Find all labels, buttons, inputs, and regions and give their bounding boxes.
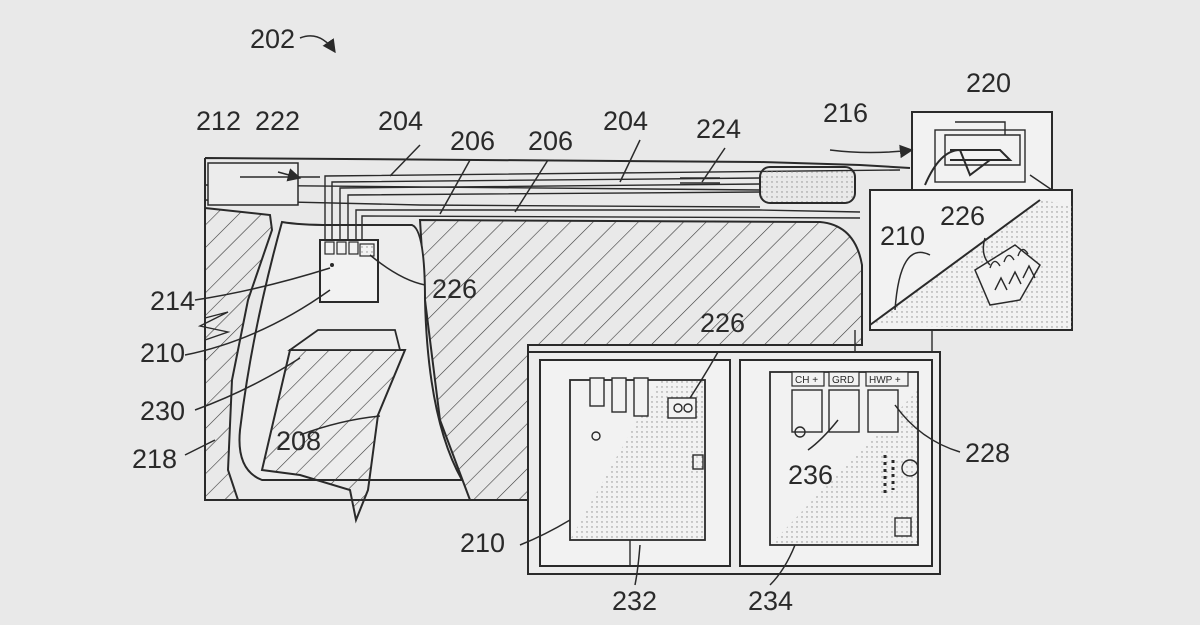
body-outline xyxy=(204,157,911,501)
label-210-left: 210 xyxy=(140,338,185,368)
label-214: 214 xyxy=(150,286,195,316)
label-204-left: 204 xyxy=(378,106,423,136)
label-216: 216 xyxy=(823,98,868,128)
tag-hwp: HWP + xyxy=(869,375,901,386)
main-body xyxy=(197,157,911,524)
label-218: 218 xyxy=(132,444,177,474)
circuit-board-214 xyxy=(319,239,379,303)
label-226-board: 226 xyxy=(432,274,477,304)
label-222: 222 xyxy=(255,106,300,136)
label-206-left: 206 xyxy=(450,126,495,156)
reference-numerals: 202 212 222 204 206 206 204 224 216 220 … xyxy=(132,24,1011,616)
hwp-terminal xyxy=(865,371,909,387)
terminal-tags: CH + GRD HWP + xyxy=(795,375,901,386)
label-204-right: 204 xyxy=(603,106,648,136)
label-232: 232 xyxy=(612,586,657,616)
label-220: 220 xyxy=(966,68,1011,98)
inset-210-226 xyxy=(869,189,1073,331)
label-212: 212 xyxy=(196,106,241,136)
top-left-panel xyxy=(207,162,299,206)
label-234: 234 xyxy=(748,586,793,616)
label-206-right: 206 xyxy=(528,126,573,156)
inset-220 xyxy=(911,111,1053,199)
label-228: 228 xyxy=(965,438,1010,468)
grd-terminal xyxy=(828,371,860,387)
label-226-inset: 226 xyxy=(940,201,985,231)
label-236: 236 xyxy=(788,460,833,490)
tag-ch: CH + xyxy=(795,375,818,386)
label-202: 202 xyxy=(250,24,295,54)
bottom-panels xyxy=(527,330,941,575)
label-210-bottom: 210 xyxy=(460,528,505,558)
label-224: 224 xyxy=(696,114,741,144)
label-226-panel: 226 xyxy=(700,308,745,338)
leader-lines xyxy=(184,35,991,586)
ch-terminal xyxy=(791,371,825,387)
label-208: 208 xyxy=(276,426,321,456)
tag-grd: GRD xyxy=(832,375,854,386)
sensor-wedge xyxy=(260,349,407,524)
label-210-inset: 210 xyxy=(880,221,925,251)
connector-216 xyxy=(759,166,856,204)
label-230: 230 xyxy=(140,396,185,426)
left-break-mark xyxy=(197,311,231,341)
wedge-cap xyxy=(287,329,402,351)
